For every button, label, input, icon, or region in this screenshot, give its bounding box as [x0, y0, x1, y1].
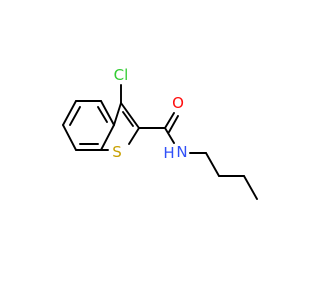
- atom-label-chlorine: Cl: [114, 66, 129, 84]
- bond-c1-c2: [205, 152, 220, 177]
- atom-label-nitrogen: N: [176, 143, 187, 161]
- atom-label-sulfur: S: [112, 143, 122, 161]
- bond-c3-c4: [243, 175, 258, 200]
- molecule-structure: Cl O S N H: [62, 66, 258, 200]
- bond: [100, 124, 115, 151]
- bond: [120, 102, 140, 129]
- atom-label-hydrogen: H: [163, 144, 174, 162]
- double-bond-inner: [97, 106, 108, 123]
- double-bond-co: [168, 115, 179, 133]
- structure-canvas: Cl O S N H: [62, 66, 258, 200]
- double-bond-inner: [122, 111, 134, 127]
- double-bond-inner: [69, 106, 81, 126]
- bond: [62, 124, 77, 151]
- bond: [100, 100, 115, 126]
- benzene-ring: [62, 100, 115, 151]
- atom-label-oxygen: O: [172, 94, 184, 112]
- bond-carbonyl-n: [164, 127, 175, 144]
- thiophene-ring: [100, 102, 140, 151]
- double-bond-co: [164, 112, 175, 129]
- bond: [113, 102, 122, 126]
- bond: [128, 127, 140, 145]
- bond: [62, 100, 77, 126]
